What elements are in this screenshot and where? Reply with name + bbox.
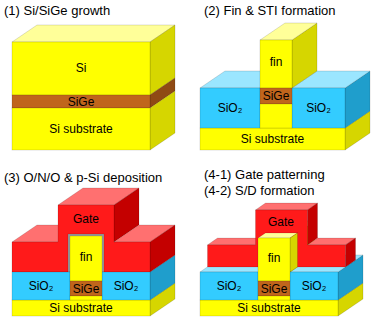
sti-oxide [200,88,260,128]
substrate-side-face [150,91,175,150]
sti-oxide [200,272,258,300]
layer-label: SiO₂ [114,280,139,292]
layer-label: Si substrate [49,302,112,314]
sti-oxide [290,272,338,300]
layer-label: Gate [73,213,99,225]
fin-si [70,296,102,300]
fin-si [260,104,292,128]
substrate-layer [200,128,345,150]
fin-top-face [260,23,317,40]
step-title: (3) O/N/O & p-Si deposition [4,171,162,185]
gate-side-face [150,225,175,272]
fin-si [258,296,290,300]
step-title: (4-2) S/D formation [204,184,315,198]
layer-label: Gate [268,216,294,228]
substrate-layer [12,108,150,150]
step-title: (2) Fin & STI formation [204,4,335,18]
layer-label: SiGe [263,90,290,102]
sige-layer [12,95,150,108]
si-layer [12,42,150,95]
layer-label: Si [76,62,87,74]
layer-label: SiO₂ [302,280,327,292]
fin-si [70,236,102,281]
layer-label: SiO₂ [306,102,331,114]
gate-top-face [256,203,318,210]
layer-label: Si substrate [237,302,300,314]
step-title: (1) Si/SiGe growth [4,4,110,18]
fin-si [260,40,292,88]
fin-sige [258,281,290,296]
gate-side-face [308,203,318,245]
layer-label: SiO₂ [217,280,242,292]
substrate-layer [12,300,150,316]
layer-label: SiGe [73,283,100,295]
layer-label: SiO₂ [218,102,243,114]
fin-sige [70,281,102,296]
layer-label: Si substrate [49,123,112,135]
fin-sige [260,88,292,104]
layer-label: fin [268,252,281,264]
step-title: (4-1) Gate patterning [204,168,325,182]
layer-label: SiO₂ [29,280,54,292]
sti-oxide [292,88,345,128]
substrate-layer [200,300,338,316]
layer-label: Si substrate [241,133,304,145]
gate-side-face [346,238,356,267]
layer-label: SiGe [68,96,95,108]
sti-oxide [12,272,70,300]
si-top-face [12,25,175,42]
source-drain-side [290,233,298,272]
sti-oxide [102,272,150,300]
fin-si [258,238,290,281]
layer-label: SiGe [261,283,288,295]
layer-label: fin [270,56,283,68]
layer-label: fin [80,251,93,263]
